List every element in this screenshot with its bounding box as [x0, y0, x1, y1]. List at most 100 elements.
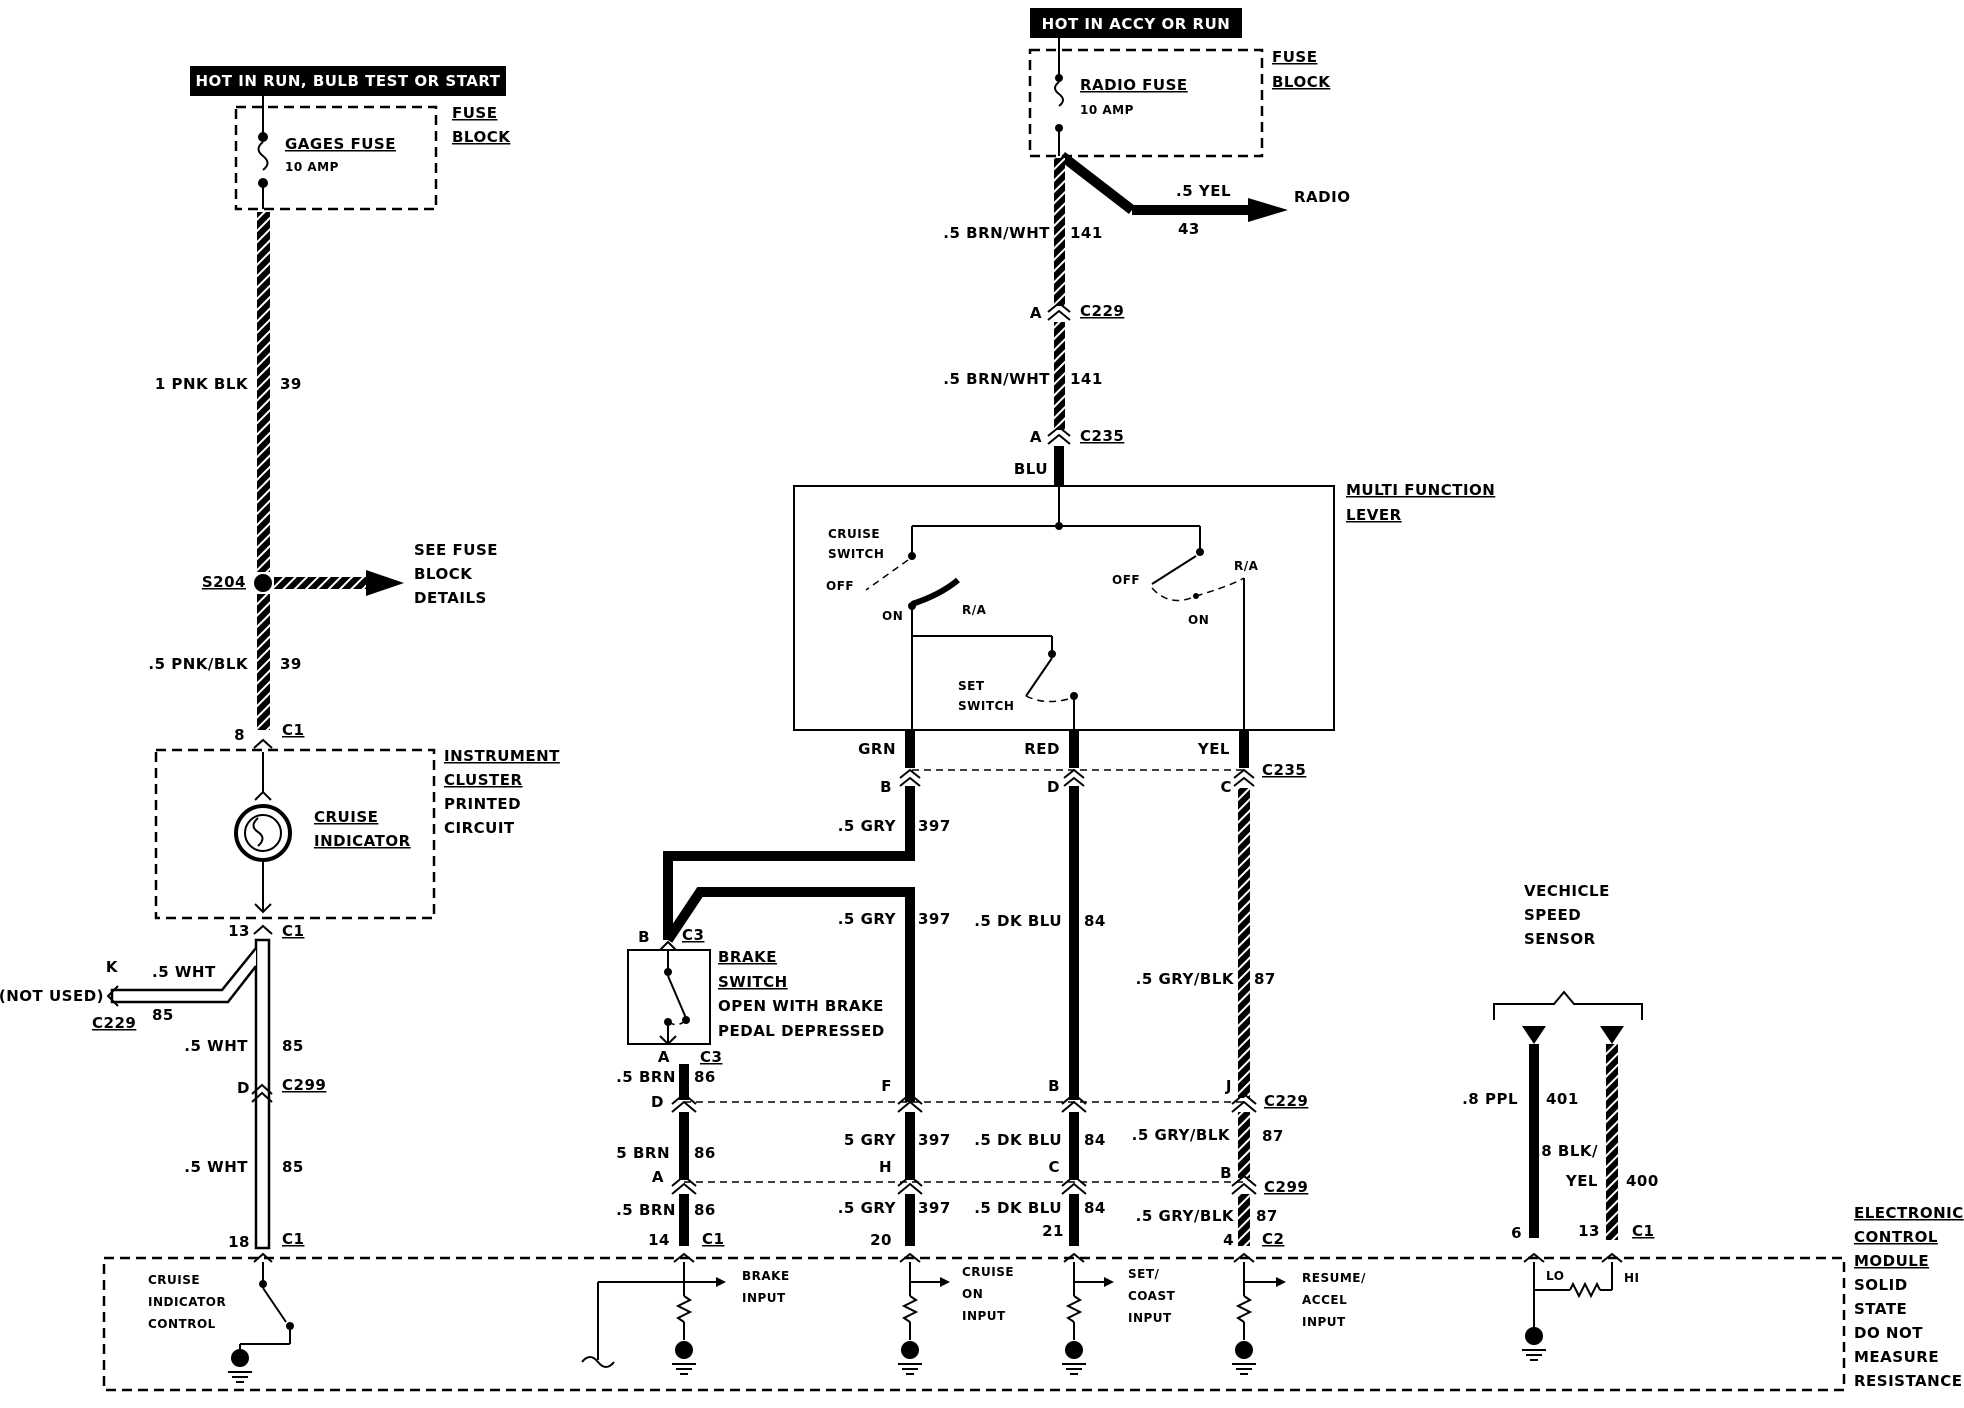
set-coast-input-ground-icon: [1065, 1341, 1083, 1359]
cruise-indicator-control-label-3: CONTROL: [148, 1317, 216, 1331]
pin-h-label: H: [879, 1158, 892, 1176]
pin-f-label: F: [881, 1077, 892, 1095]
pin-13-label: 13: [228, 922, 250, 940]
wire-85-upper-label: .5 WHT: [152, 963, 216, 981]
conn-c235-top-label: C235: [1080, 427, 1124, 445]
circuit-400-label: 400: [1626, 1172, 1659, 1190]
conn-c229-right-label: C229: [1264, 1092, 1308, 1110]
brake-switch-label-3: OPEN WITH BRAKE: [718, 997, 884, 1015]
multifunction-title-1: MULTI FUNCTION: [1346, 481, 1495, 499]
speed-sensor-title-2: SPEED: [1524, 906, 1581, 924]
pin-8-label: 8: [234, 726, 245, 744]
ecm-outline: [102, 1256, 1846, 1392]
wire-ppl-label: .8 PPL: [1462, 1090, 1518, 1108]
grn-label: GRN: [858, 740, 896, 758]
circuit-86-top-number: 86: [694, 1068, 716, 1086]
wire-86-c229-label: 5 BRN: [616, 1144, 670, 1162]
circuit-87-upper-number: 87: [1254, 970, 1276, 988]
wire-84-c299-label: .5 DK BLU: [974, 1199, 1062, 1217]
electronic-control-module: ELECTRONIC CONTROL MODULE SOLID STATE DO…: [102, 1204, 1963, 1392]
resume-accel-input-label-2: ACCEL: [1302, 1293, 1347, 1307]
ra-switch-blade: [1151, 555, 1197, 585]
see-fuse-label-3: DETAILS: [414, 589, 487, 607]
circuit-397-upper-number: 397: [918, 817, 951, 835]
radio-label: RADIO: [1294, 188, 1350, 206]
pin-b-c229-label: B: [1048, 1077, 1060, 1095]
wire-397-c229-label: 5 GRY: [844, 1131, 897, 1149]
gages-fuse-symbol: [257, 141, 269, 171]
wire-86-c299-label: .5 BRN: [616, 1201, 676, 1219]
circuit-39: 1 PNK BLK 39 S204 SEE FUSE BLOCK DETAILS…: [148, 212, 498, 749]
set-coast-input-label-3: INPUT: [1128, 1311, 1172, 1325]
wire-397-upper-label: .5 GRY: [838, 817, 897, 835]
pin-a-c235-label: A: [1030, 428, 1042, 446]
pin-14-label: 14: [648, 1231, 670, 1249]
yel-label: YEL: [1197, 740, 1230, 758]
circuit-85-lower-number: 85: [282, 1158, 304, 1176]
wire-85-not-used-branch: [110, 947, 257, 1004]
circuit-86-c229-number: 86: [694, 1144, 716, 1162]
ecm-note-3: DO NOT: [1854, 1324, 1923, 1342]
cruise-on-input-label-3: INPUT: [962, 1309, 1006, 1323]
ra-switch-off-label: OFF: [1112, 573, 1140, 587]
circuit-397-c229-number: 397: [918, 1131, 951, 1149]
cruise-on-input-ground-icon: [901, 1341, 919, 1359]
brake-pin-a-label: A: [658, 1048, 670, 1066]
gages-fuse-rating: 10 AMP: [285, 160, 339, 174]
set-switch-blade: [1025, 657, 1053, 697]
radio-banner: [1030, 8, 1242, 38]
cruise-switch-ra-label: R/A: [962, 603, 987, 617]
radio-fuse-name: RADIO FUSE: [1080, 76, 1188, 94]
wire-397-c299-label: .5 GRY: [838, 1199, 897, 1217]
connector-lines: [684, 769, 1244, 1183]
circuit-397-c299-number: 397: [918, 1199, 951, 1217]
conn-c1-bottom-left-label: C1: [282, 1230, 304, 1248]
speed-sensor-title-3: SENSOR: [1524, 930, 1596, 948]
conn-c1-sensor-label: C1: [1632, 1222, 1654, 1240]
resume-accel-input-ground-icon: [1235, 1341, 1253, 1359]
wire-141-top-label: .5 BRN/WHT: [943, 224, 1050, 242]
wire-87-c299-label: .5 GRY/BLK: [1136, 1207, 1235, 1225]
wire-87-c229-label: .5 GRY/BLK: [1132, 1126, 1231, 1144]
radio-feed-wire: [1058, 152, 1136, 214]
brake-input-ground-icon: [675, 1341, 693, 1359]
conn-c229-left-label: C229: [92, 1014, 136, 1032]
red-label: RED: [1024, 740, 1060, 758]
gages-banner-text: HOT IN RUN, BULB TEST OR START: [196, 72, 501, 90]
radio-fuse-block-outline: [1028, 48, 1264, 158]
wire-yel-label: .5 YEL: [1176, 182, 1231, 200]
circuit-84-c299-number: 84: [1084, 1199, 1106, 1217]
conn-c2-label: C2: [1262, 1230, 1284, 1248]
cruise-indicator-control-label-2: INDICATOR: [148, 1295, 226, 1309]
conn-c1-top-label: C1: [282, 721, 304, 739]
pin-4-label: 4: [1223, 1231, 1234, 1249]
pin-k-label: K: [106, 958, 119, 976]
speed-sensor-title-1: VECHICLE: [1524, 882, 1610, 900]
wire-blk-yel-label-1: .8 BLK/: [1535, 1142, 1598, 1160]
cruise-indicator-control-label-1: CRUISE: [148, 1273, 200, 1287]
radio-fuse-block-label-2: BLOCK: [1272, 73, 1331, 91]
wire-39-bottom: [257, 594, 270, 730]
gages-fuse-block-outline: [234, 105, 438, 211]
circuit-141-bottom-number: 141: [1070, 370, 1103, 388]
wire-39-bottom-label: .5 PNK/BLK: [148, 655, 248, 673]
brake-input-label-1: BRAKE: [742, 1269, 790, 1283]
cruise-on-input-label-2: ON: [962, 1287, 983, 1301]
splice-s204-label: S204: [202, 573, 246, 591]
circuit-87-c299-number: 87: [1256, 1207, 1278, 1225]
wire-39-top-label: 1 PNK BLK: [155, 375, 249, 393]
circuit-43-label: 43: [1178, 220, 1200, 238]
cruise-switch-label-2: SWITCH: [828, 547, 884, 561]
cruise-indicator-control-ground-icon: [231, 1349, 249, 1367]
blu-label: BLU: [1014, 460, 1048, 478]
pin-13-sensor-label: 13: [1578, 1222, 1600, 1240]
cruise-switch-on-label: ON: [882, 609, 903, 623]
set-coast-input-label-2: COAST: [1128, 1289, 1176, 1303]
circuit-397: B .5 GRY 397 .5 GRY 397 F 5 GRY 397 H .5…: [663, 730, 951, 1249]
conn-c299-right-label: C299: [1264, 1178, 1308, 1196]
cruise-switch-off-label: OFF: [826, 579, 854, 593]
gages-banner: [190, 66, 506, 96]
see-fuse-label-2: BLOCK: [414, 565, 473, 583]
brake-switch: B C3 BRAKE SWITCH OPEN WITH BRAKE PEDAL …: [616, 926, 884, 1249]
cluster-label-1: INSTRUMENT: [444, 747, 560, 765]
